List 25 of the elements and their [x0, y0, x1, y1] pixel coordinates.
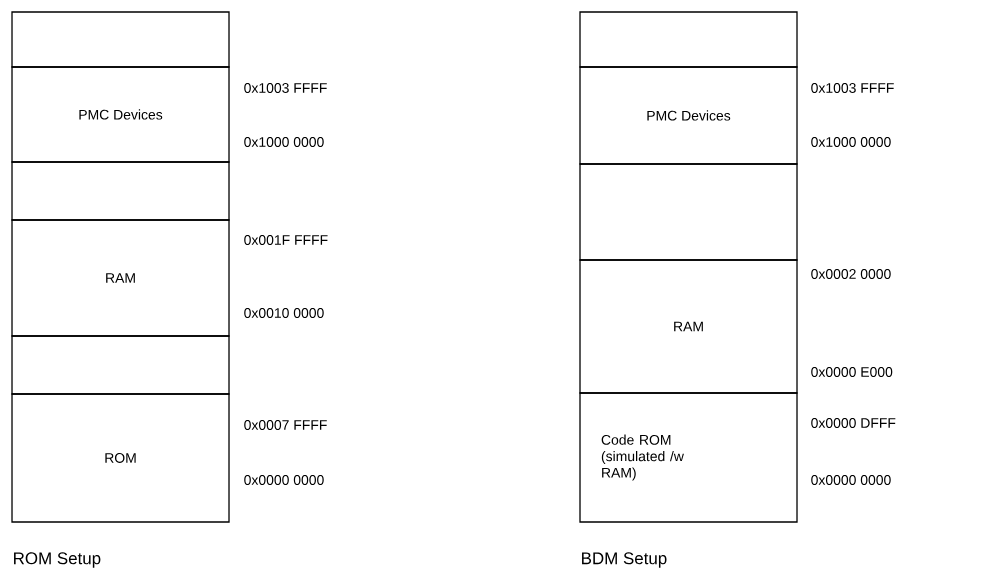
memory-region-box: PMC Devices [11, 66, 230, 163]
address-label: 0x0007 FFFF [244, 420, 327, 430]
memory-region-box [11, 11, 230, 68]
memory-region-box: ROM [11, 393, 230, 523]
address-label: 0x0000 0000 [244, 475, 324, 485]
address-label: 0x0000 0000 [811, 475, 891, 485]
caption: BDM Setup [582, 552, 667, 568]
address-label: 0x0002 0000 [811, 269, 891, 279]
address-label: 0x001F FFFF [244, 235, 328, 245]
caption: ROM Setup [14, 552, 101, 568]
address-label: 0x1000 0000 [244, 137, 324, 147]
memory-region-box: RAM [579, 259, 798, 394]
memory-region-box: RAM [11, 219, 230, 337]
address-label: 0x1003 FFFF [811, 83, 894, 93]
memory-region-box: PMC Devices [579, 66, 798, 165]
memory-region-box [11, 335, 230, 395]
address-label: 0x0000 DFFF [811, 418, 896, 428]
memory-region-box: Code ROM (simulated /w RAM) [579, 392, 798, 523]
memory-region-box [579, 11, 798, 68]
address-label: 0x1000 0000 [811, 137, 891, 147]
memory-region-box [11, 161, 230, 221]
address-label: 0x1003 FFFF [244, 83, 327, 93]
address-label: 0x0010 0000 [244, 308, 324, 318]
address-label: 0x0000 E000 [811, 367, 893, 377]
memory-region-box [579, 163, 798, 261]
